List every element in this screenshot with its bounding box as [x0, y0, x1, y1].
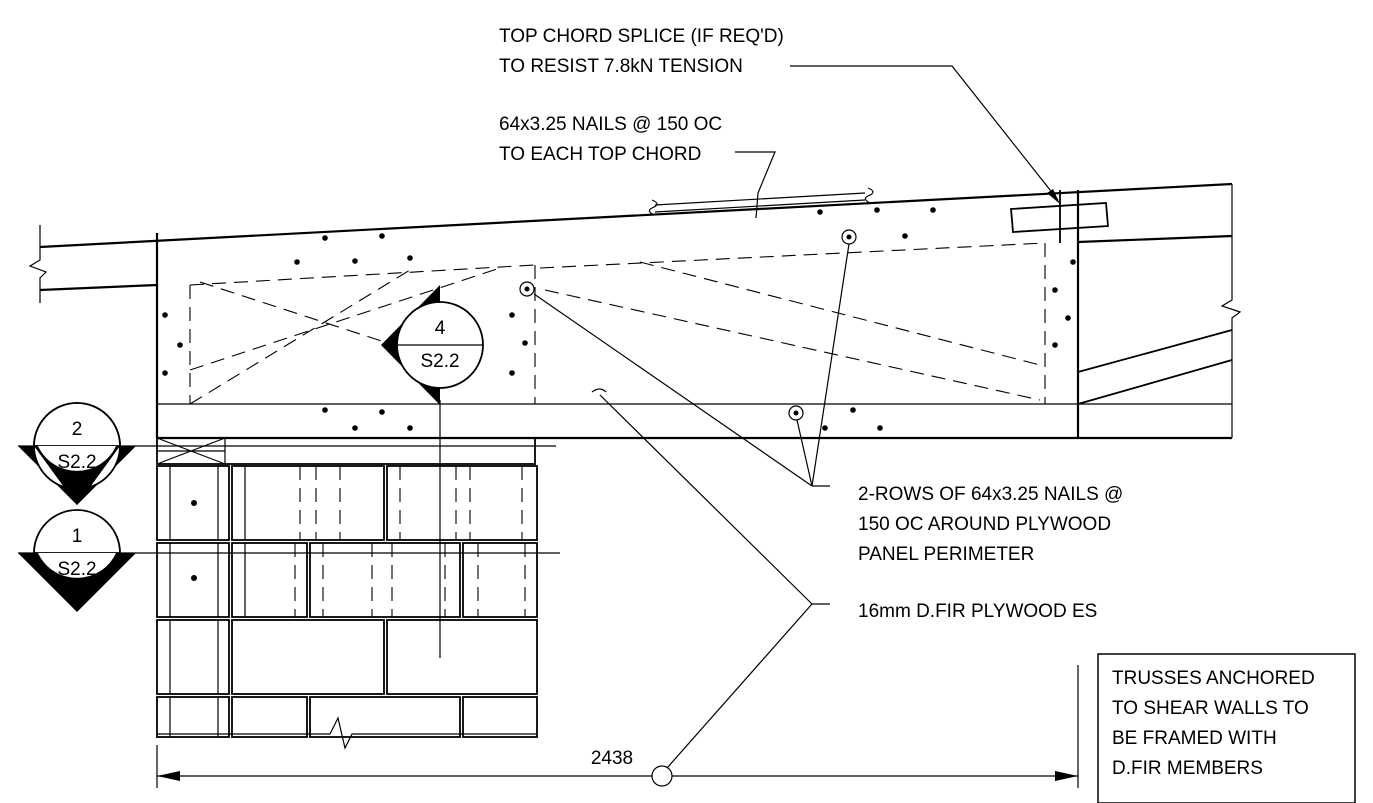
note-top-chord-splice: TOP CHORD SPLICE (IF REQ'D) TO RESIST 7.… — [499, 26, 784, 77]
note-line: BE FRAMED WITH — [1112, 728, 1277, 749]
wall-framing — [156, 465, 538, 750]
sheet-reference: S2.2 — [57, 452, 96, 473]
break-line-bottom — [157, 716, 537, 750]
dimension-line: 2438 — [156, 665, 1079, 788]
blocking — [156, 437, 536, 465]
break-line-right — [1220, 184, 1242, 438]
note-line: TO RESIST 7.8kN TENSION — [499, 56, 743, 77]
note-line: D.FIR MEMBERS — [1112, 758, 1263, 779]
note-line: TOP CHORD SPLICE (IF REQ'D) — [499, 26, 784, 47]
note-line: 150 OC AROUND PLYWOOD — [858, 514, 1111, 535]
note-plywood-nailing: 2-ROWS OF 64x3.25 NAILS @ 150 OC AROUND … — [858, 484, 1123, 565]
section-marker-2[interactable]: 2 S2.2 — [18, 402, 136, 505]
boxed-note-trusses: TRUSSES ANCHORED TO SHEAR WALLS TO BE FR… — [1097, 653, 1356, 803]
note-top-chord-nails: 64x3.25 NAILS @ 150 OC TO EACH TOP CHORD — [499, 114, 722, 165]
note-line: TRUSSES ANCHORED — [1112, 668, 1315, 689]
note-line: 2-ROWS OF 64x3.25 NAILS @ — [858, 484, 1123, 505]
note-line: 16mm D.FIR PLYWOOD ES — [858, 601, 1097, 622]
dimension-value: 2438 — [591, 748, 633, 769]
note-line: TO SHEAR WALLS TO — [1112, 698, 1309, 719]
note-line: PANEL PERIMETER — [858, 544, 1034, 565]
break-line-left — [28, 225, 48, 303]
section-number: 1 — [72, 526, 83, 547]
section-number: 4 — [435, 318, 446, 339]
note-plywood: 16mm D.FIR PLYWOOD ES — [858, 601, 1097, 622]
sheet-reference: S2.2 — [57, 559, 96, 580]
note-line: TO EACH TOP CHORD — [499, 144, 701, 165]
splice-plate — [1010, 190, 1109, 243]
plywood-panel-dashed — [189, 242, 1046, 405]
top-chord-nail-line — [648, 187, 874, 216]
truss-frame — [155, 184, 1242, 440]
leader-lines — [533, 65, 1060, 769]
top-chord — [28, 182, 1233, 303]
nail-dots — [162, 207, 1076, 431]
section-number: 2 — [72, 419, 83, 440]
section-marker-4[interactable]: 4 S2.2 — [381, 285, 484, 405]
note-line: 64x3.25 NAILS @ 150 OC — [499, 114, 722, 135]
section-marker-1[interactable]: 1 S2.2 — [18, 509, 136, 612]
sheet-reference: S2.2 — [420, 351, 459, 372]
